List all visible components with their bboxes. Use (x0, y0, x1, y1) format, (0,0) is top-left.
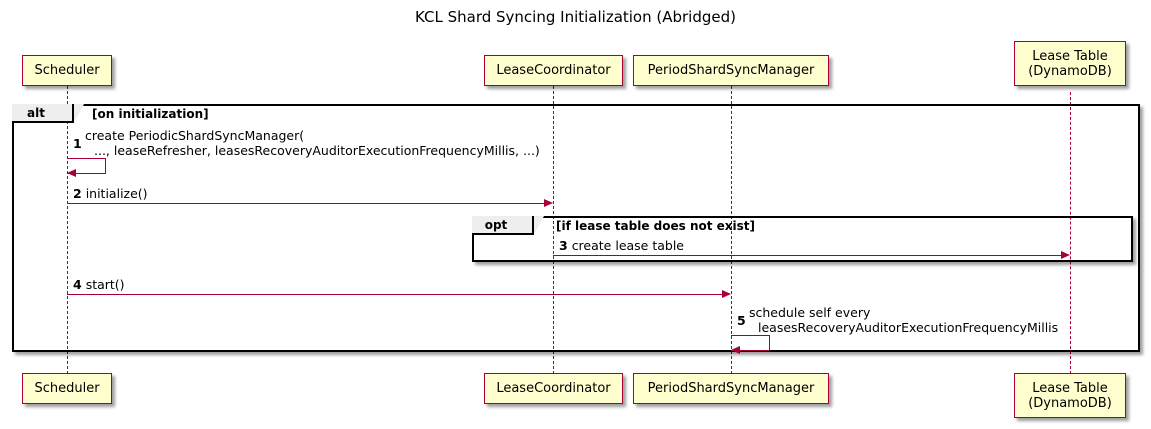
opt-frame-tab-corner (534, 216, 544, 235)
alt-frame-guard: [on initialization] (92, 107, 209, 121)
opt-frame (472, 216, 1133, 262)
message-2-label: 2 initialize() (73, 186, 148, 201)
alt-frame (12, 104, 1140, 352)
participant-period-shard-sync-manager-bottom[interactable]: PeriodShardSyncManager (633, 373, 829, 404)
alt-frame-tab-corner (74, 104, 84, 123)
lifeline-lease-coordinator (553, 86, 554, 374)
participant-lease-table-top-label: Lease Table (1032, 48, 1108, 64)
message-5-self-loop (731, 335, 770, 351)
participant-lease-coordinator-bottom[interactable]: LeaseCoordinator (484, 373, 623, 404)
participant-period-shard-sync-manager-bottom-label: PeriodShardSyncManager (647, 381, 815, 396)
message-2-arrow-line (67, 203, 544, 204)
message-1-line2: ..., leaseRefresher, leasesRecoveryAudit… (94, 143, 540, 158)
message-5-line2: leasesRecoveryAuditorExecutionFrequencyM… (758, 320, 1059, 335)
participant-period-shard-sync-manager-top[interactable]: PeriodShardSyncManager (633, 55, 829, 86)
participant-lease-table-bottom-label2: (DynamoDB) (1028, 395, 1112, 411)
participant-lease-coordinator-bottom-label: LeaseCoordinator (496, 381, 611, 396)
message-2-arrow-head (544, 199, 553, 207)
lifeline-lease-table (1070, 92, 1071, 374)
message-1-line1: create PeriodicShardSyncManager( (85, 128, 305, 143)
lifeline-period-shard-sync-manager (731, 86, 732, 374)
alt-frame-tab: alt (12, 104, 74, 123)
lifeline-scheduler (67, 86, 68, 374)
participant-lease-table-top-label2: (DynamoDB) (1028, 63, 1112, 79)
alt-frame-tab-corner-edge (74, 104, 85, 126)
message-5-line1: schedule self every (749, 305, 871, 320)
message-4-label: 4 start() (73, 277, 125, 292)
message-5-number: 5 (737, 313, 746, 328)
message-4-line1: start() (85, 277, 125, 292)
opt-frame-guard: [if lease table does not exist] (556, 219, 756, 233)
message-3-number: 3 (559, 238, 568, 253)
participant-scheduler-top-label: Scheduler (34, 63, 100, 78)
message-2-line1: initialize() (85, 186, 148, 201)
participant-period-shard-sync-manager-top-label: PeriodShardSyncManager (647, 63, 815, 78)
message-5-arrow-head (731, 346, 740, 354)
participant-scheduler-bottom[interactable]: Scheduler (22, 373, 112, 404)
message-4-arrow-line (67, 294, 722, 295)
message-1-number: 1 (73, 136, 82, 151)
message-1-self-loop (67, 158, 106, 174)
participant-lease-coordinator-top[interactable]: LeaseCoordinator (484, 55, 623, 86)
participant-scheduler-bottom-label: Scheduler (34, 381, 100, 396)
message-3-label: 3 create lease table (559, 238, 684, 253)
participant-lease-table-top[interactable]: Lease Table (DynamoDB) (1014, 41, 1126, 86)
participant-lease-table-bottom-label: Lease Table (1032, 380, 1108, 396)
participant-lease-table-bottom[interactable]: Lease Table (DynamoDB) (1014, 373, 1126, 418)
message-3-line1: create lease table (571, 238, 684, 253)
opt-frame-tab: opt (472, 216, 534, 235)
participant-lease-coordinator-top-label: LeaseCoordinator (496, 63, 611, 78)
message-3-arrow-line (553, 255, 1061, 256)
message-2-number: 2 (73, 186, 82, 201)
message-3-arrow-head (1061, 251, 1070, 259)
message-4-number: 4 (73, 277, 82, 292)
page-title: KCL Shard Syncing Initialization (Abridg… (415, 8, 736, 26)
message-4-arrow-head (722, 290, 731, 298)
participant-scheduler-top[interactable]: Scheduler (22, 55, 112, 86)
message-1-arrow-head (67, 169, 76, 177)
